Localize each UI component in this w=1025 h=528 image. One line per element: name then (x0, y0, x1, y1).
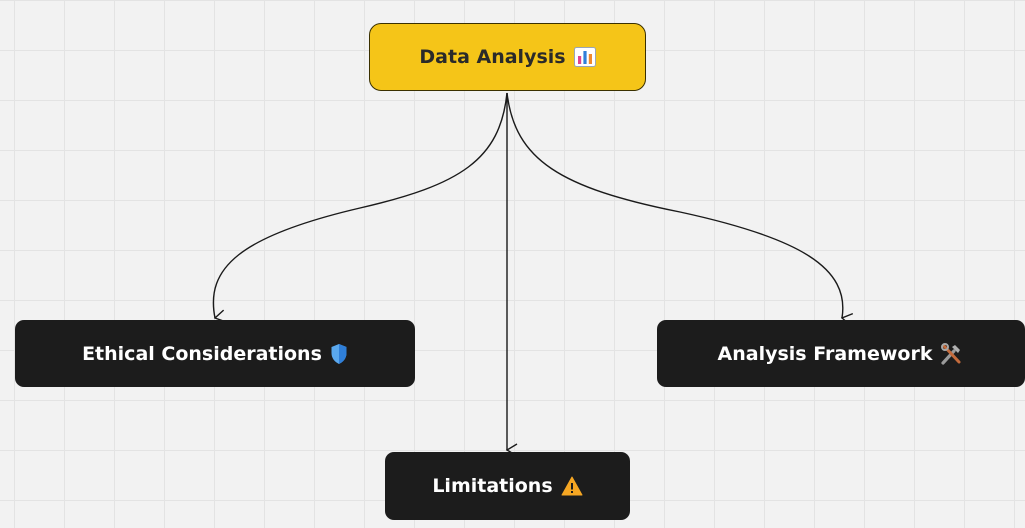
edge-to-analysis-framework (506, 92, 843, 318)
bar-chart-icon (573, 47, 596, 67)
node-ethical-considerations[interactable]: Ethical Considerations (15, 320, 415, 387)
node-analysis-framework[interactable]: Analysis Framework (657, 320, 1025, 387)
node-limitations[interactable]: Limitations (385, 452, 630, 520)
root-node-label: Data Analysis (419, 46, 566, 68)
edge-to-ethical-considerations (212, 92, 508, 318)
node-label-ethical-considerations: Ethical Considerations (82, 342, 322, 365)
warning-icon (561, 476, 583, 496)
shield-icon (330, 343, 348, 365)
tools-icon (940, 342, 964, 365)
node-label-limitations: Limitations (432, 475, 553, 497)
root-node-data-analysis[interactable]: Data Analysis (369, 23, 646, 91)
node-label-analysis-framework: Analysis Framework (717, 342, 933, 365)
